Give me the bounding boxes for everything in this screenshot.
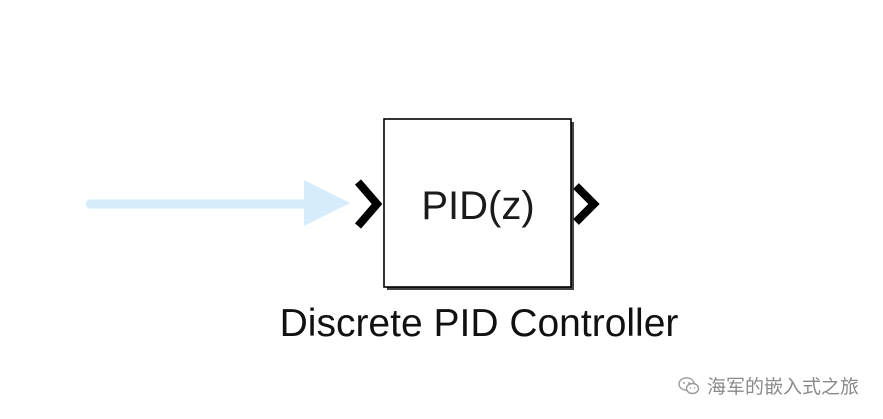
pid-block[interactable] — [383, 118, 572, 288]
output-port-icon[interactable] — [573, 183, 600, 225]
pid-block-label: PID(z) — [421, 184, 534, 228]
watermark: 海军的嵌入式之旅 — [677, 372, 859, 399]
signal-arrowhead-icon — [304, 180, 350, 226]
watermark-text: 海军的嵌入式之旅 — [706, 376, 859, 398]
block-caption: Discrete PID Controller — [279, 302, 679, 345]
wechat-icon — [678, 376, 700, 394]
input-port-icon[interactable] — [354, 179, 383, 229]
